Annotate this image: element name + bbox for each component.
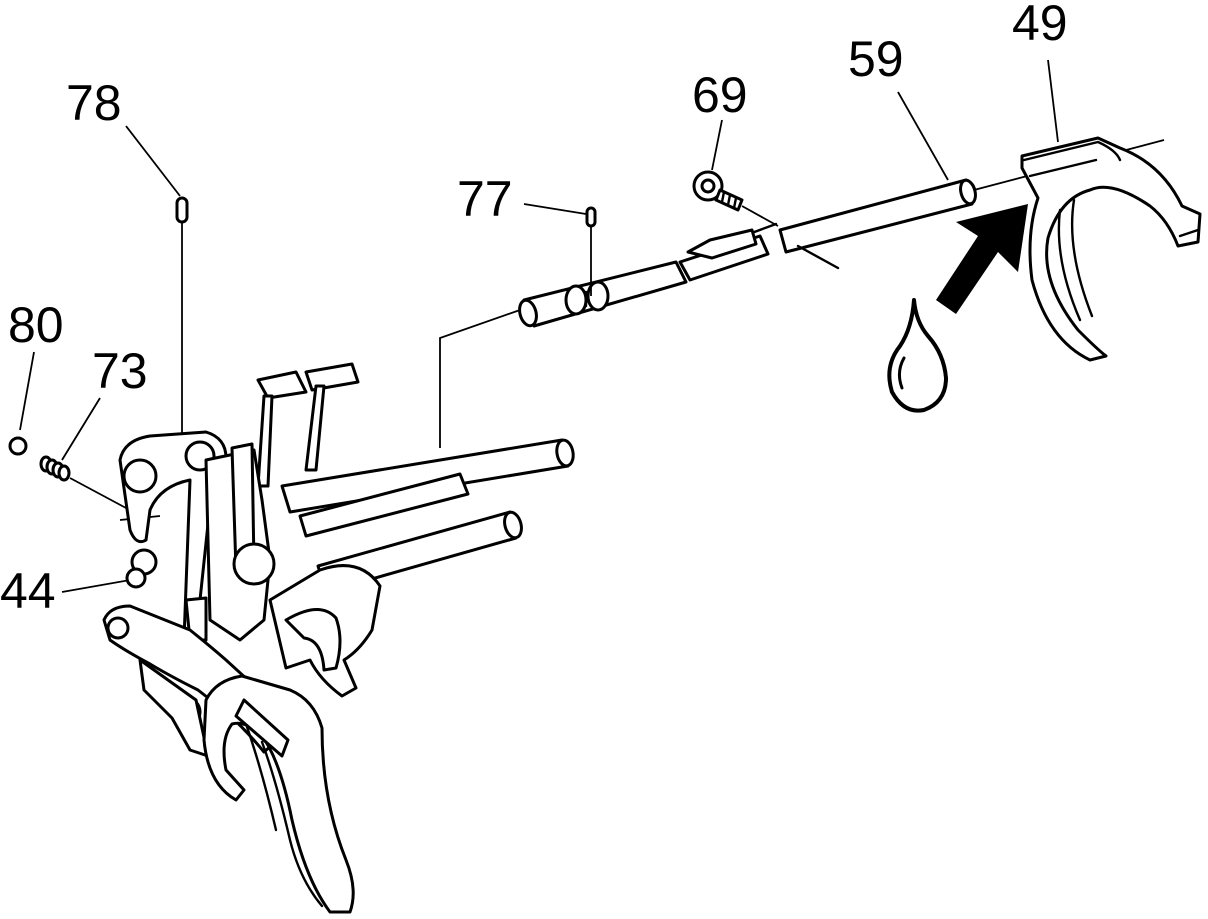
callout-44: 44 bbox=[0, 563, 56, 619]
shaft-59 bbox=[778, 178, 977, 254]
insertion-arrow-icon bbox=[936, 204, 1028, 314]
shift-fork-49 bbox=[1020, 136, 1202, 362]
ball-80 bbox=[8, 436, 28, 456]
lower-shift-assembly bbox=[8, 196, 575, 914]
upper-shaft-assembly bbox=[439, 139, 1165, 448]
callout-77: 77 bbox=[457, 171, 513, 227]
leader-73 bbox=[61, 397, 101, 461]
oil-drop-icon bbox=[887, 298, 948, 413]
leader-lines bbox=[19, 59, 1059, 593]
pivot-44 bbox=[125, 567, 147, 589]
leader-80 bbox=[19, 351, 35, 431]
leader-49 bbox=[1047, 59, 1059, 143]
callout-59: 59 bbox=[848, 31, 904, 87]
leader-59 bbox=[897, 91, 949, 181]
leader-44 bbox=[61, 579, 131, 593]
callout-49: 49 bbox=[1012, 0, 1068, 51]
callout-69: 69 bbox=[692, 67, 748, 123]
leader-69 bbox=[711, 119, 723, 171]
callout-73: 73 bbox=[92, 343, 148, 399]
pin-78 bbox=[175, 196, 189, 224]
spring-73 bbox=[39, 455, 71, 482]
leader-78 bbox=[125, 125, 181, 197]
leader-77 bbox=[523, 203, 587, 215]
callout-78: 78 bbox=[66, 75, 122, 131]
shift-fork-jaw bbox=[202, 674, 355, 914]
pin-77 bbox=[585, 206, 597, 228]
callout-80: 80 bbox=[8, 297, 64, 353]
